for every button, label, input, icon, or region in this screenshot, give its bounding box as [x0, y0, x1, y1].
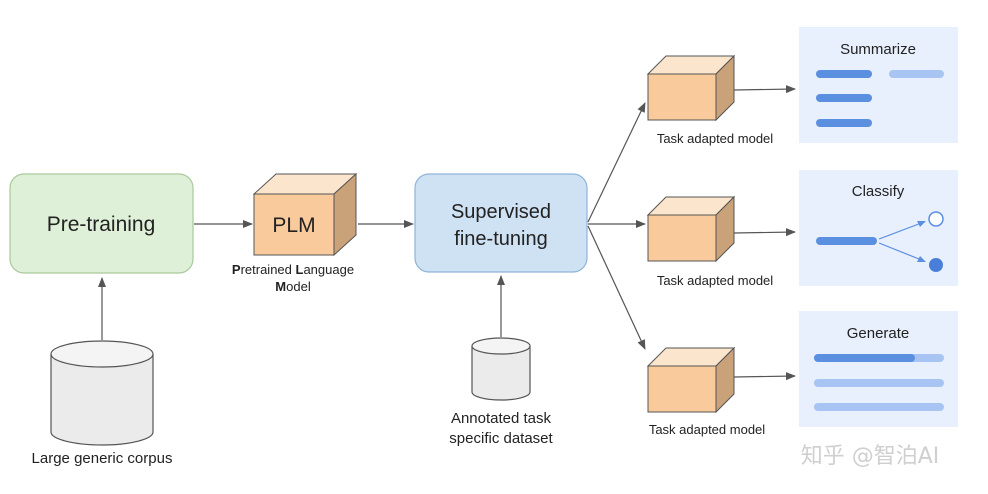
finetuning-label-line2: fine-tuning [454, 228, 547, 250]
summarize-panel: Summarize [799, 27, 958, 143]
arrow-finetuning-to-model3 [587, 225, 646, 350]
plm-caption-line2: Model [275, 279, 311, 294]
arrow-model1-to-summarize [733, 85, 796, 94]
generate-panel: Generate [799, 311, 958, 427]
classify-title: Classify [852, 183, 905, 200]
classify-class-empty-icon [928, 211, 944, 227]
classify-class-filled-icon [929, 258, 943, 272]
task-model-label-1: Task adapted model [657, 131, 773, 146]
pretraining-label: Pre-training [47, 213, 156, 236]
finetuning-node: Supervised fine-tuning [414, 173, 588, 273]
plm-cube: PLM [252, 172, 358, 257]
summarize-title: Summarize [840, 41, 916, 58]
dataset-label-line1: Annotated task [451, 410, 552, 427]
connectors [98, 85, 796, 381]
dataset-cylinder [471, 337, 531, 401]
task-model-label-2: Task adapted model [657, 273, 773, 288]
plm-label: PLM [272, 214, 315, 237]
classify-panel: Classify [799, 170, 958, 286]
corpus-label: Large generic corpus [32, 450, 173, 467]
arrow-model3-to-generate [733, 372, 796, 381]
arrow-model2-to-classify [733, 228, 796, 237]
generate-title: Generate [847, 325, 910, 342]
finetuning-label-line1: Supervised [451, 201, 551, 223]
pretraining-node: Pre-training [9, 173, 194, 274]
corpus-cylinder [50, 340, 154, 446]
task-model-label-3: Task adapted model [649, 422, 765, 437]
watermark: 知乎 @智泊AI [801, 444, 940, 469]
classify-branch-up [878, 221, 925, 240]
task-model-cube-2 [646, 195, 736, 263]
dataset-label-line2: specific dataset [449, 430, 553, 447]
task-model-cube-1 [646, 54, 736, 122]
plm-caption-line1: Pretrained Language [232, 262, 354, 277]
arrow-finetuning-to-model1 [587, 102, 646, 223]
task-model-cube-3 [646, 346, 736, 414]
classify-branch-down [878, 242, 925, 262]
